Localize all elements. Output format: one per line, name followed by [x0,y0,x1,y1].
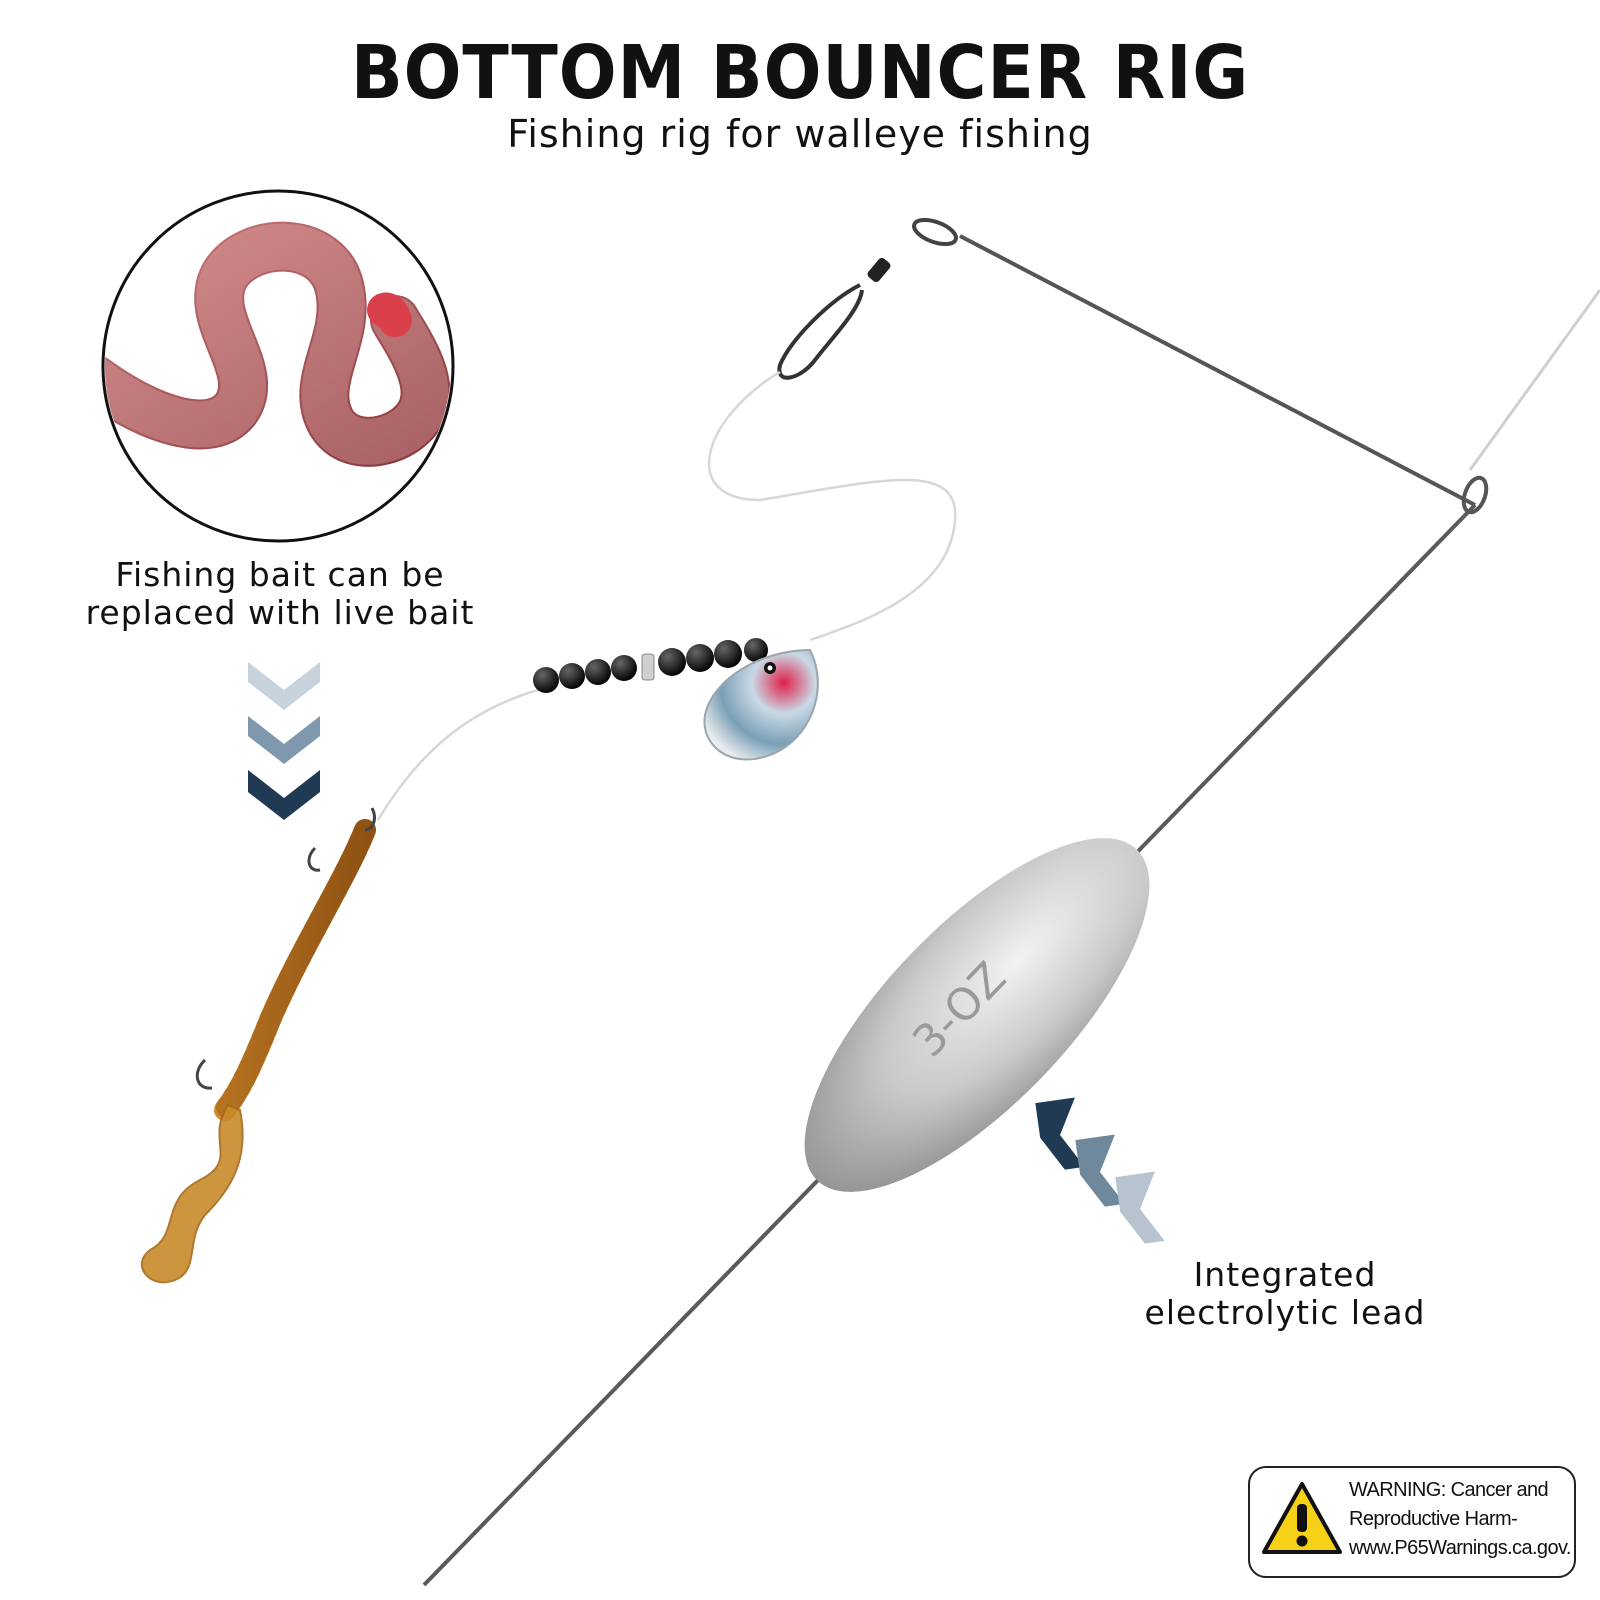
bait-caption: Fishing bait can be replaced with live b… [70,556,490,632]
lead-sinker: 3-OZ [804,838,1150,1192]
left-chevrons-icon [1035,1097,1165,1244]
lead-caption-line2: electrolytic lead [1144,1293,1426,1332]
leader-line-lower [376,688,539,821]
upper-wire-arm [959,234,1476,507]
warning-line1: WARNING: Cancer and [1349,1479,1549,1501]
wire-loop-eye [1461,475,1489,515]
spinner-blade [703,648,819,761]
bait-caption-line1: Fishing bait can be [115,555,445,594]
soft-plastic-bait [140,819,376,1284]
warning-text: WARNING: Cancer and Reproductive Harm- w… [1349,1476,1575,1563]
beads [533,638,768,693]
lead-caption-line1: Integrated [1193,1255,1377,1294]
hooks [195,807,376,1090]
live-worm-image [101,189,455,543]
main-line [1468,289,1600,471]
warning-triangle-icon [1262,1482,1342,1554]
warning-line2: Reproductive Harm- [1349,1508,1518,1530]
page-subtitle: Fishing rig for walleye fishing [507,112,1093,156]
top-wire-eye [912,217,958,247]
down-chevrons-icon [248,662,320,820]
lead-caption: Integrated electrolytic lead [1080,1256,1490,1332]
prop65-warning-box: WARNING: Cancer and Reproductive Harm- w… [1248,1466,1576,1578]
bait-caption-line2: replaced with live bait [85,593,475,632]
snap-swivel [777,257,891,380]
leader-line [707,370,957,642]
page-title: BOTTOM BOUNCER RIG [350,30,1250,116]
warning-line3: www.P65Warnings.ca.gov. [1349,1537,1571,1559]
